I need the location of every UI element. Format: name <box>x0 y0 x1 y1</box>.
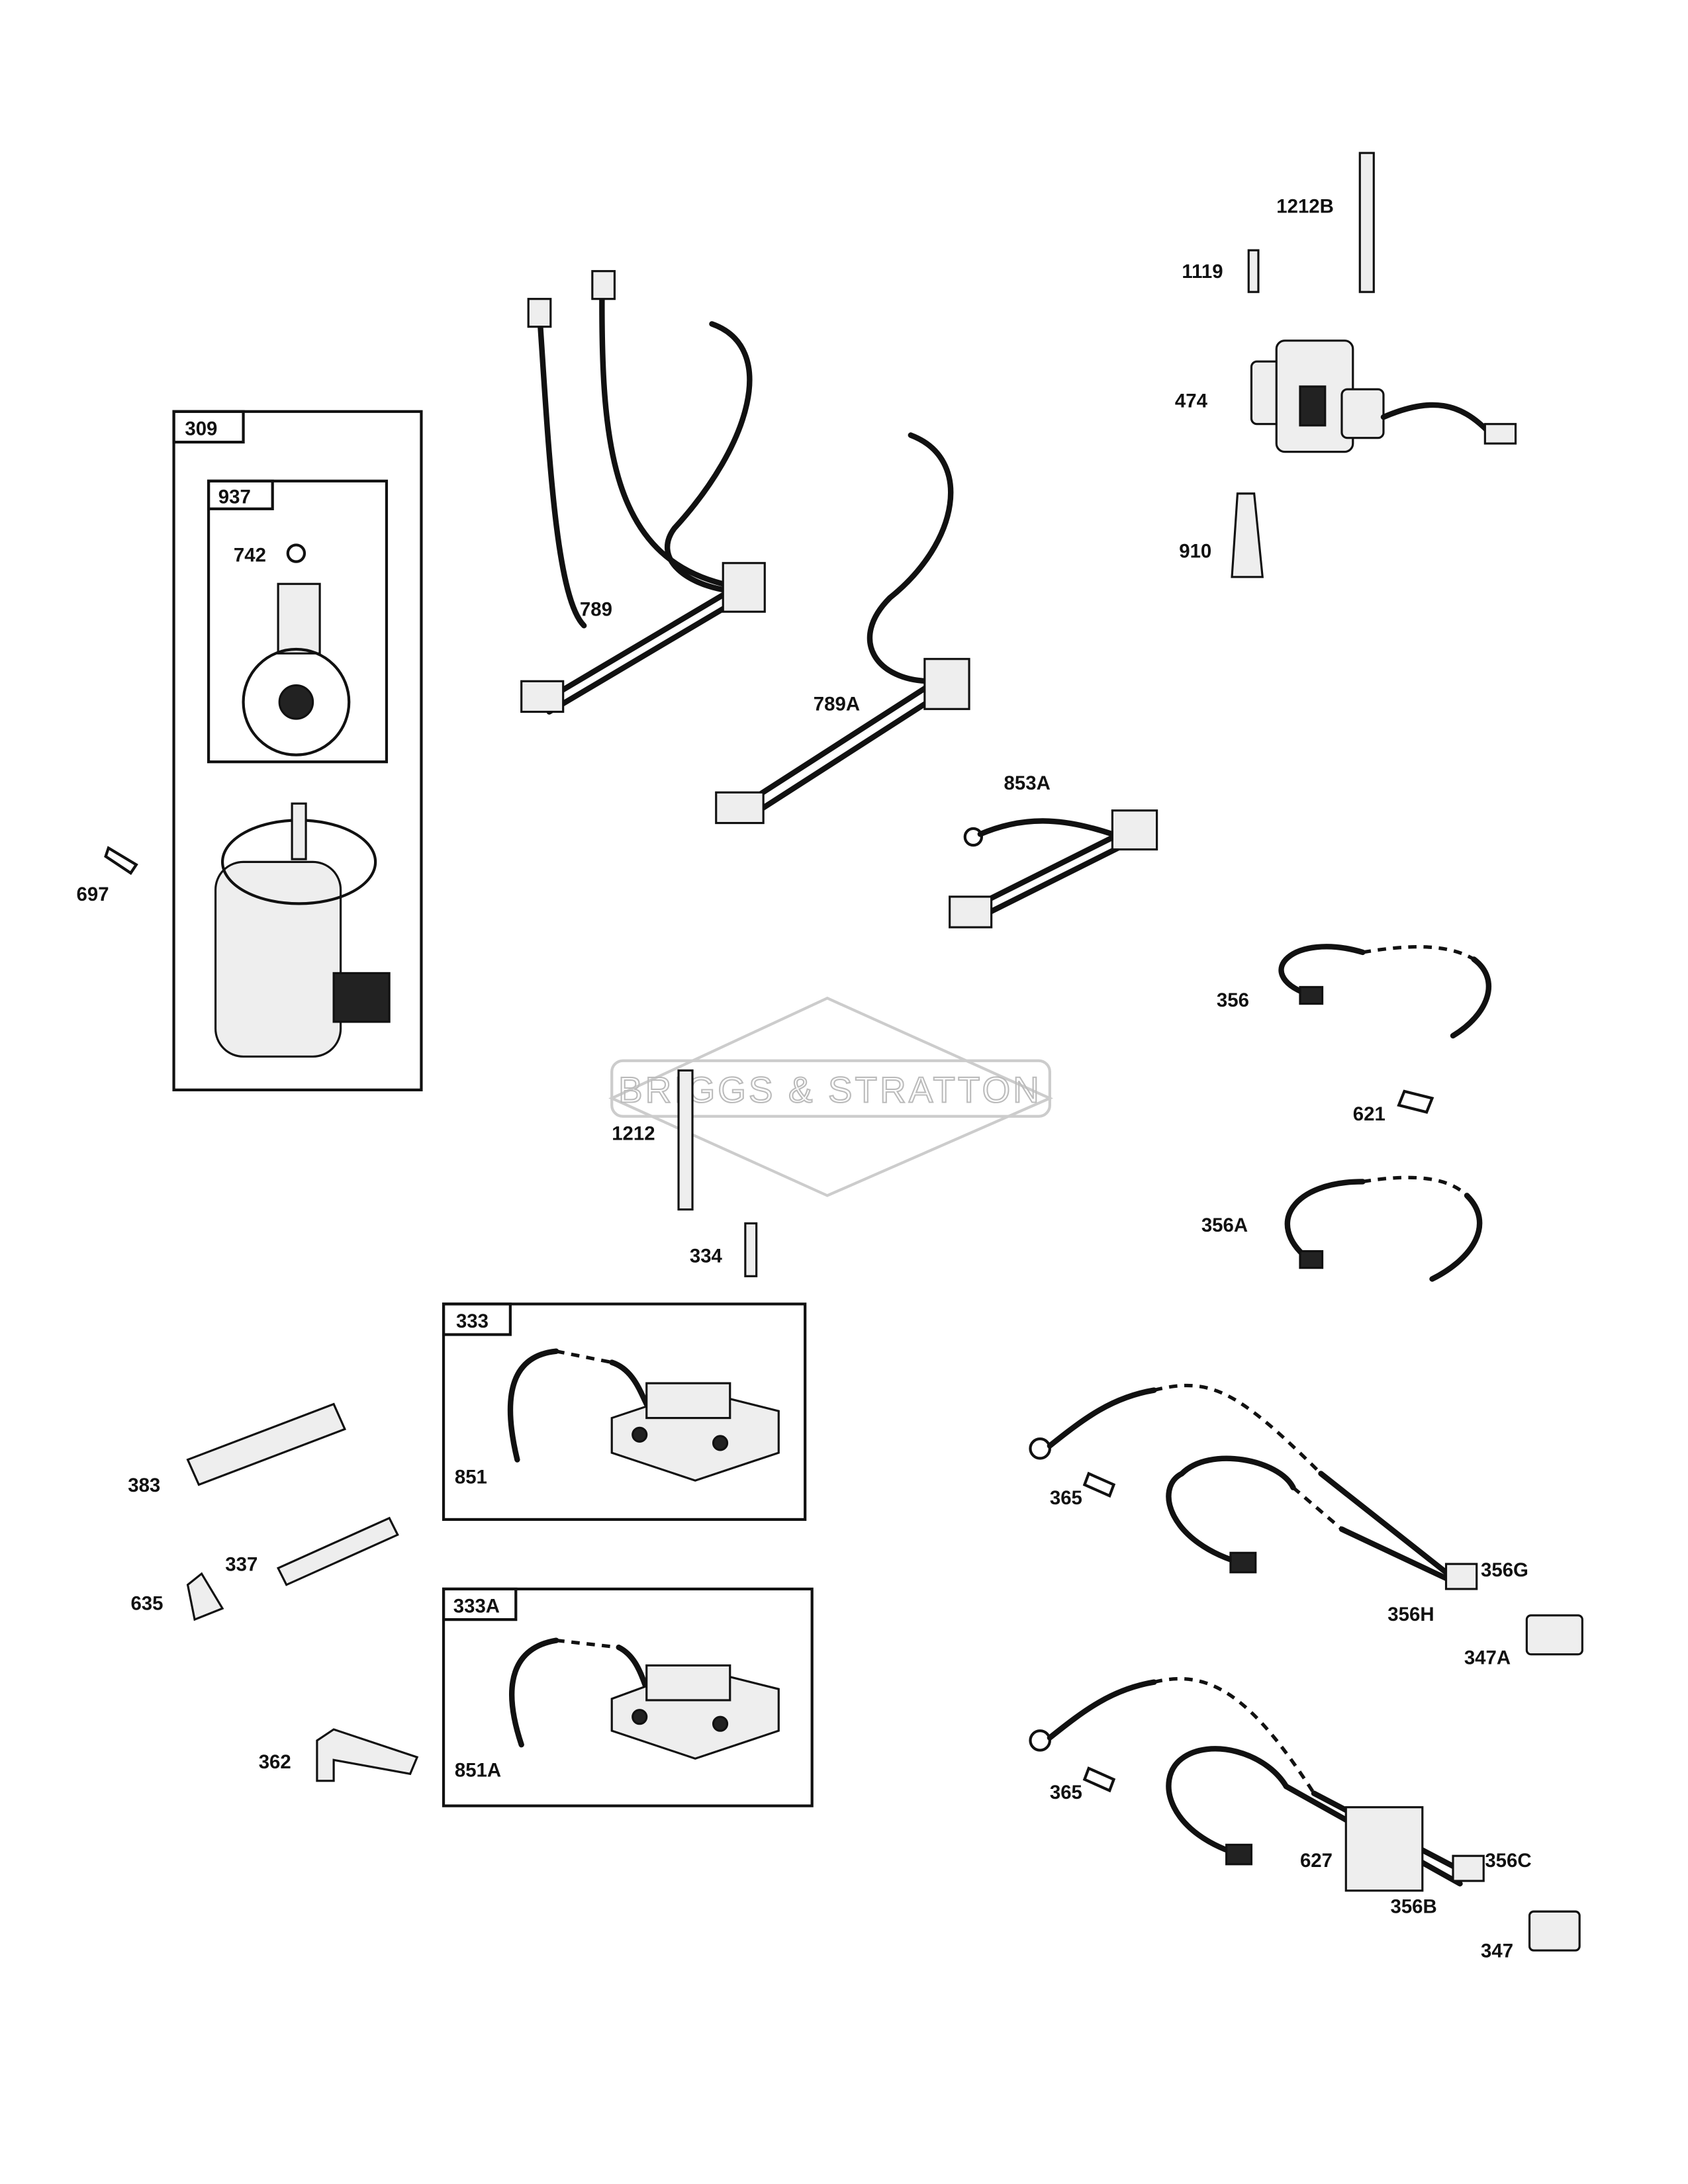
callout-362: 362 <box>259 1751 291 1773</box>
callout-356A: 356A <box>1201 1214 1248 1236</box>
tool-383 <box>186 1402 347 1486</box>
callout-347: 347 <box>1481 1940 1513 1962</box>
callout-697: 697 <box>77 884 109 905</box>
plate-627 <box>1344 1806 1424 1892</box>
callout-347A: 347A <box>1464 1647 1511 1668</box>
callout-337: 337 <box>225 1554 258 1576</box>
callout-333A: 333A <box>453 1596 500 1617</box>
callout-789A: 789A <box>814 693 860 715</box>
armature-474 <box>1250 340 1517 453</box>
callout-853A: 853A <box>1004 772 1051 794</box>
ground-wire-356A <box>1284 1175 1483 1282</box>
switch-347 <box>1528 1910 1581 1952</box>
callout-627: 627 <box>1300 1850 1333 1872</box>
wire-harness-789A <box>715 432 970 825</box>
callout-1212B: 1212B <box>1276 195 1334 217</box>
spark-plug-337 <box>276 1516 399 1586</box>
callout-742: 742 <box>234 545 266 567</box>
callout-851: 851 <box>455 1466 487 1488</box>
module-group-333A: 333A <box>442 1587 814 1807</box>
module-group-333: 333 <box>442 1302 807 1522</box>
wire-set-356C-356B <box>1029 1676 1485 1892</box>
starter-motor <box>214 860 342 1058</box>
callout-356G: 356G <box>1481 1559 1528 1581</box>
wire-harness-789 <box>520 270 766 715</box>
screw-365-upper <box>1082 1471 1116 1498</box>
callout-1212: 1212 <box>612 1122 655 1144</box>
callout-309: 309 <box>185 418 217 440</box>
callout-356: 356 <box>1217 989 1249 1011</box>
wire-set-356G-356H <box>1029 1383 1478 1590</box>
starter-motor-group-309: 309 937 742 <box>172 410 423 1091</box>
gear <box>242 647 351 756</box>
callout-334: 334 <box>690 1245 723 1267</box>
bolt-697 <box>104 846 138 876</box>
spacer-910 <box>1231 492 1264 578</box>
switch-347A <box>1525 1614 1583 1656</box>
stud-1212B <box>1358 152 1375 293</box>
spark-plug-wire-362 <box>316 1728 419 1782</box>
boot-635 <box>186 1572 224 1621</box>
callout-365-upper: 365 <box>1050 1487 1082 1509</box>
callout-474: 474 <box>1175 390 1208 412</box>
callout-621: 621 <box>1353 1103 1385 1125</box>
callout-356C: 356C <box>1485 1850 1531 1872</box>
callout-333: 333 <box>456 1310 489 1332</box>
callout-1119: 1119 <box>1182 261 1223 283</box>
callout-383: 383 <box>128 1475 160 1496</box>
callout-635: 635 <box>130 1592 163 1614</box>
callout-910: 910 <box>1179 540 1211 562</box>
screw-334 <box>744 1222 758 1277</box>
callout-851A: 851A <box>455 1759 501 1781</box>
callout-789: 789 <box>580 599 612 621</box>
screw-1119 <box>1247 249 1260 293</box>
stud-1212 <box>677 1069 694 1211</box>
callout-356B: 356B <box>1390 1895 1436 1917</box>
wire-853A <box>949 809 1158 929</box>
clip-621 <box>1397 1089 1434 1114</box>
callout-365-lower: 365 <box>1050 1782 1082 1803</box>
callout-937: 937 <box>218 486 251 508</box>
callout-356H: 356H <box>1387 1604 1434 1625</box>
drive-pinion <box>277 582 321 655</box>
clip-742 <box>286 543 306 563</box>
ground-wire-356 <box>1278 944 1492 1039</box>
screw-365-lower <box>1082 1766 1116 1793</box>
